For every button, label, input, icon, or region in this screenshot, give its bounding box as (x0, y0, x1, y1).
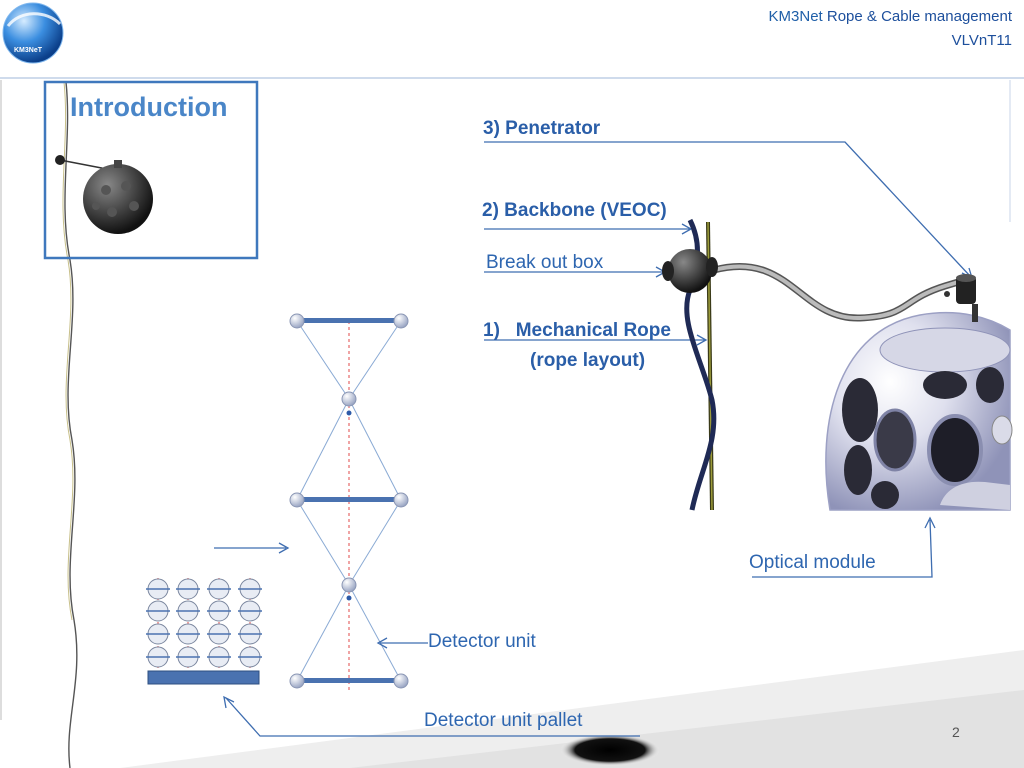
label-breakout-box: Break out box (486, 252, 604, 273)
label-backbone: 2) Backbone (VEOC) (482, 200, 667, 221)
header-subtitle: VLVnT11 (951, 32, 1012, 49)
label-detector-unit-pallet: Detector unit pallet (424, 710, 583, 731)
header-title: Rope & Cable management (826, 8, 1012, 25)
header-title-line: KM3Net Rope & Cable management (769, 6, 1012, 28)
backbone-rope-image (662, 218, 967, 511)
label-rope-layout: (rope layout) (530, 350, 646, 371)
detector-unit-diagram (296, 320, 402, 690)
pallet-image (146, 578, 262, 685)
page-number: 2 (952, 724, 960, 740)
logo-text: KM3NeT (14, 47, 43, 54)
optical-module-image (825, 274, 1013, 511)
header-brand: KM3Net (768, 8, 823, 25)
label-detector-unit: Detector unit (428, 631, 536, 652)
slide-title: Introduction (70, 92, 228, 122)
detector-unit-bars (289, 313, 409, 689)
small-optical-module-image (83, 164, 153, 234)
km3net-logo (2, 2, 64, 64)
left-rope (64, 81, 78, 768)
label-optical-module: Optical module (749, 552, 876, 573)
shadow-blob (560, 734, 660, 766)
label-mechanical-rope: 1) Mechanical Rope (483, 320, 671, 341)
intro-box (43, 80, 259, 260)
label-penetrator: 3) Penetrator (483, 118, 601, 139)
